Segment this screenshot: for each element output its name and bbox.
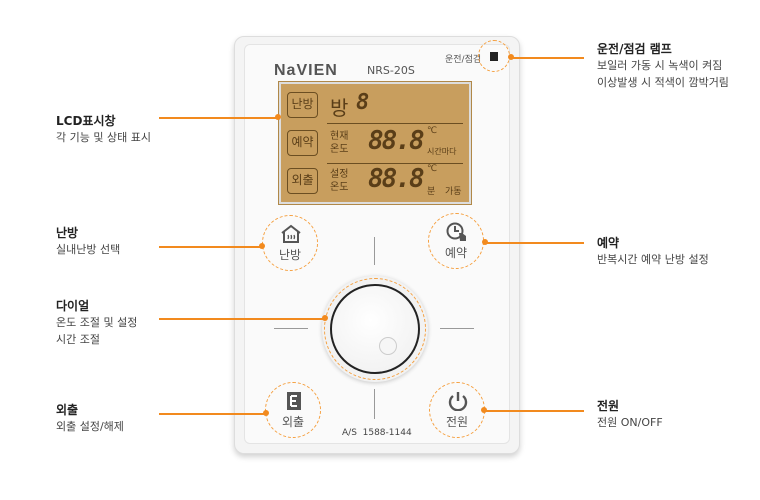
lcd-current-temp: 88.8 bbox=[368, 126, 425, 156]
lcd-heating-indicator: 난방 bbox=[287, 92, 318, 118]
heating-button[interactable]: 난방 bbox=[262, 215, 318, 271]
lcd-suffix-hours: 시간마다 bbox=[427, 147, 457, 156]
callout-title: 난방 bbox=[56, 226, 79, 240]
lcd-suffix-min: 분 bbox=[427, 187, 436, 197]
power-icon bbox=[448, 392, 468, 411]
callout-dot bbox=[481, 407, 487, 413]
callout-line-lamp bbox=[511, 57, 584, 59]
model-number: NRS-20S bbox=[367, 64, 415, 77]
exit-door-icon bbox=[287, 392, 301, 410]
callout-desc: 보일러 가동 시 녹색이 켜짐 bbox=[597, 59, 723, 72]
callout-lamp: 운전/점검 램프 보일러 가동 시 녹색이 켜짐 이상발생 시 적색이 깜박거림 bbox=[597, 40, 729, 91]
callout-desc: 이상발생 시 적색이 깜박거림 bbox=[597, 76, 729, 89]
callout-dot bbox=[508, 54, 514, 60]
callout-dial: 다이얼 온도 조절 및 설정 시간 조절 bbox=[56, 297, 137, 348]
callout-reserve: 예약 반복시간 예약 난방 설정 bbox=[597, 234, 709, 268]
lcd-unit-1: ℃ bbox=[427, 126, 438, 136]
lcd-unit-2: ℃ bbox=[427, 164, 438, 174]
lcd-current-label-1: 현재 bbox=[330, 131, 349, 142]
lcd-away-indicator: 외출 bbox=[287, 168, 318, 194]
power-button[interactable]: 전원 bbox=[429, 382, 485, 438]
callout-desc: 온도 조절 및 설정 bbox=[56, 316, 138, 329]
lcd-room-digit: 8 bbox=[356, 90, 370, 115]
callout-title: 운전/점검 램프 bbox=[597, 42, 672, 56]
callout-dot bbox=[259, 243, 265, 249]
lcd-suffix-run: 가동 bbox=[445, 187, 462, 197]
callout-dot bbox=[263, 410, 269, 416]
callout-title: 전원 bbox=[597, 399, 620, 413]
dial-highlight bbox=[324, 278, 426, 380]
divider-mark bbox=[374, 389, 375, 419]
away-button[interactable]: 외출 bbox=[265, 382, 321, 438]
away-button-label: 외출 bbox=[281, 415, 305, 429]
callout-line-lcd bbox=[159, 117, 278, 119]
callout-lcd: LCD표시창 각 기능 및 상태 표시 bbox=[56, 112, 151, 146]
as-number: A/S 1588-1144 bbox=[342, 428, 412, 438]
divider-mark bbox=[374, 237, 375, 265]
lcd-reserve-indicator: 예약 bbox=[287, 130, 318, 156]
callout-heating: 난방 실내난방 선택 bbox=[56, 224, 120, 258]
divider-mark bbox=[440, 328, 474, 329]
lcd-divider bbox=[327, 163, 463, 164]
callout-desc: 시간 조절 bbox=[56, 333, 100, 346]
clock-hand-icon bbox=[446, 222, 466, 241]
callout-desc: 실내난방 선택 bbox=[56, 243, 121, 256]
callout-desc: 반복시간 예약 난방 설정 bbox=[597, 253, 709, 266]
callout-away: 외출 외출 설정/해제 bbox=[56, 401, 124, 435]
power-button-label: 전원 bbox=[445, 415, 469, 429]
callout-title: 외출 bbox=[56, 403, 79, 417]
callout-line-power bbox=[484, 410, 584, 412]
callout-desc: 각 기능 및 상태 표시 bbox=[56, 131, 151, 144]
callout-dot bbox=[482, 239, 488, 245]
callout-line-dial bbox=[159, 318, 327, 320]
callout-title: LCD표시창 bbox=[56, 114, 116, 128]
house-heat-icon bbox=[281, 224, 301, 243]
brand-logo: NaVIEN bbox=[274, 62, 338, 79]
callout-line-away bbox=[159, 413, 266, 415]
callout-desc: 전원 ON/OFF bbox=[597, 416, 663, 429]
callout-line-reserve bbox=[485, 242, 584, 244]
callout-dot bbox=[322, 315, 328, 321]
callout-line-heating bbox=[159, 246, 262, 248]
lamp-label: 운전/점검 bbox=[445, 55, 482, 65]
callout-power: 전원 전원 ON/OFF bbox=[597, 397, 663, 431]
callout-title: 예약 bbox=[597, 236, 620, 250]
lcd-set-label-1: 설정 bbox=[330, 169, 349, 180]
reserve-button-label: 예약 bbox=[444, 246, 468, 260]
lcd-divider bbox=[327, 123, 463, 124]
reserve-button[interactable]: 예약 bbox=[428, 213, 484, 269]
heating-button-label: 난방 bbox=[278, 248, 302, 262]
lcd-current-label-2: 온도 bbox=[330, 144, 349, 155]
lcd-room: 방 bbox=[330, 96, 349, 120]
divider-mark bbox=[274, 328, 308, 329]
lcd-set-label-2: 온도 bbox=[330, 182, 349, 193]
lamp-highlight bbox=[478, 40, 510, 72]
callout-desc: 외출 설정/해제 bbox=[56, 420, 124, 433]
callout-title: 다이얼 bbox=[56, 299, 90, 313]
lcd-set-temp: 88.8 bbox=[368, 164, 425, 194]
callout-dot bbox=[275, 114, 281, 120]
